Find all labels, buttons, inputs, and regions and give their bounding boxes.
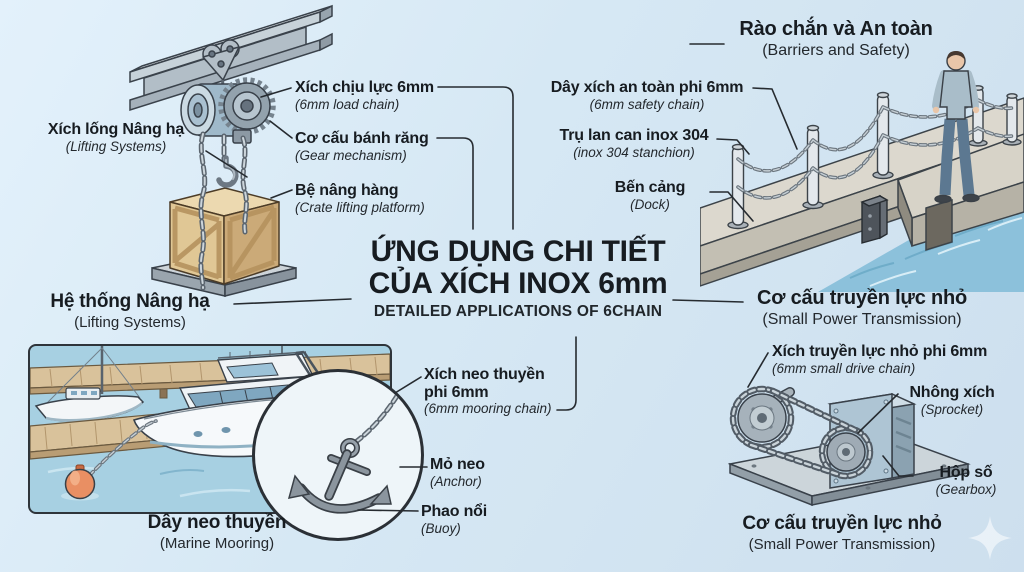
small-sprocket <box>826 432 866 472</box>
label-vi: Xích truyền lực nhỏ phi 6mm <box>772 343 988 360</box>
lifting-hook-icon <box>216 155 239 188</box>
buoy <box>61 464 99 501</box>
label-en: (Lifting Systems) <box>65 138 167 154</box>
header-power-transmission: Cơ cấu truyền lực nhỏ (Small Power Trans… <box>730 287 994 329</box>
dock-platform <box>897 133 1024 252</box>
label-en: (6mm load chain) <box>295 96 400 112</box>
label-vi: Xích lống Nâng hạ <box>47 121 185 138</box>
callout-sprocket: Nhông xích (Sprocket) <box>900 384 1004 417</box>
dock-fender <box>860 194 889 244</box>
label-en: (Dock) <box>630 196 670 212</box>
callout-stanchion: Trụ lan can inox 304 (inox 304 stanchion… <box>551 127 717 160</box>
label-en: (Sprocket) <box>920 401 984 417</box>
label-en: (Anchor) <box>430 473 482 489</box>
callout-mooring-chain: Xích neo thuyền phi 6mm (6mm mooring cha… <box>424 366 552 417</box>
caption-vi: Dây neo thuyền <box>147 512 287 533</box>
label-vi: Bệ nâng hàng <box>295 182 399 199</box>
dock-barrier-illustration <box>700 51 1024 292</box>
callout-gearbox: Hộp số (Gearbox) <box>914 464 1018 497</box>
callout-crate-platform: Bệ nâng hàng (Crate lifting platform) <box>295 182 425 215</box>
label-vi: Xích neo thuyền <box>424 366 545 383</box>
label-vi-line2: phi 6mm <box>424 383 489 401</box>
caption-vi: Cơ cấu truyền lực nhỏ <box>742 513 942 534</box>
header-en: (Small Power Transmission) <box>762 311 962 328</box>
label-vi: Nhông xích <box>909 384 995 401</box>
caption-lifting-systems: Hệ thống Nâng hạ (Lifting Systems) <box>15 291 245 331</box>
callout-drive-chain: Xích truyền lực nhỏ phi 6mm (6mm small d… <box>772 343 987 376</box>
anchor-icon <box>287 438 392 514</box>
title-subtitle: DETAILED APPLICATIONS OF 6CHAIN <box>373 302 663 320</box>
callout-dock: Bến cảng (Dock) <box>596 179 704 212</box>
sparkle-watermark-icon <box>968 516 1012 560</box>
caption-power-transmission: Cơ cấu truyền lực nhỏ (Small Power Trans… <box>708 513 976 553</box>
lifting-hoist-illustration <box>129 4 333 297</box>
chain-hoist-body <box>180 77 276 144</box>
callout-safety-chain: Dây xích an toàn phi 6mm (6mm safety cha… <box>543 79 751 112</box>
caption-en: (Small Power Transmission) <box>748 535 936 553</box>
label-vi: Dây xích an toàn phi 6mm <box>550 79 744 96</box>
caption-en: (Marine Mooring) <box>159 534 275 552</box>
label-en: (Crate lifting platform) <box>295 199 425 215</box>
label-vi: Cơ cấu bánh răng <box>295 130 429 147</box>
caption-vi: Hệ thống Nâng hạ <box>50 291 210 312</box>
sailboat <box>34 346 145 422</box>
label-en: (inox 304 stanchion) <box>573 144 695 160</box>
mooring-chain <box>87 419 158 478</box>
chain-drive-illustration <box>728 385 971 506</box>
label-vi: Phao nổi <box>421 503 487 520</box>
label-vi: Bến cảng <box>614 179 686 196</box>
anchor-inset-illustration <box>252 369 424 541</box>
large-sprocket <box>737 393 787 443</box>
label-en: (Gear mechanism) <box>295 147 407 163</box>
label-en: (6mm mooring chain) <box>424 401 552 417</box>
label-vi: Trụ lan can inox 304 <box>559 127 709 144</box>
header-barriers-safety: Rào chắn và An toàn (Barriers and Safety… <box>710 18 962 60</box>
label-vi: Xích chịu lực 6mm <box>295 79 434 96</box>
title-line2: CỦA XÍCH INOX 6mm <box>368 266 668 300</box>
label-en: (6mm small drive chain) <box>772 360 916 376</box>
callout-load-chain: Xích chịu lực 6mm (6mm load chain) <box>295 79 434 112</box>
callout-lifting-chain-side: Xích lống Nâng hạ (Lifting Systems) <box>18 121 214 154</box>
caption-en: (Lifting Systems) <box>74 313 186 331</box>
header-vi: Cơ cấu truyền lực nhỏ <box>756 287 968 309</box>
label-en: (Buoy) <box>421 520 461 536</box>
label-vi: Hộp số <box>939 464 993 481</box>
caption-marine-mooring: Dây neo thuyền (Marine Mooring) <box>96 512 338 552</box>
label-vi: Mỏ neo <box>430 456 485 473</box>
safety-chains <box>736 98 1014 200</box>
label-en: (6mm safety chain) <box>589 96 705 112</box>
drive-chain <box>729 385 874 480</box>
callout-gear-mechanism: Cơ cấu bánh răng (Gear mechanism) <box>295 130 429 163</box>
person <box>932 51 980 204</box>
label-en: (Gearbox) <box>935 481 997 497</box>
trolley <box>202 39 240 97</box>
page-title: ỨNG DỤNG CHI TIẾT CỦA XÍCH INOX 6mm DETA… <box>337 236 699 320</box>
callout-anchor: Mỏ neo (Anchor) <box>430 456 485 489</box>
wooden-crate <box>169 187 280 285</box>
callout-buoy: Phao nổi (Buoy) <box>421 503 487 536</box>
header-vi: Rào chắn và An toàn <box>739 18 933 40</box>
title-line1: ỨNG DỤNG CHI TIẾT <box>370 235 666 268</box>
header-en: (Barriers and Safety) <box>762 42 910 59</box>
